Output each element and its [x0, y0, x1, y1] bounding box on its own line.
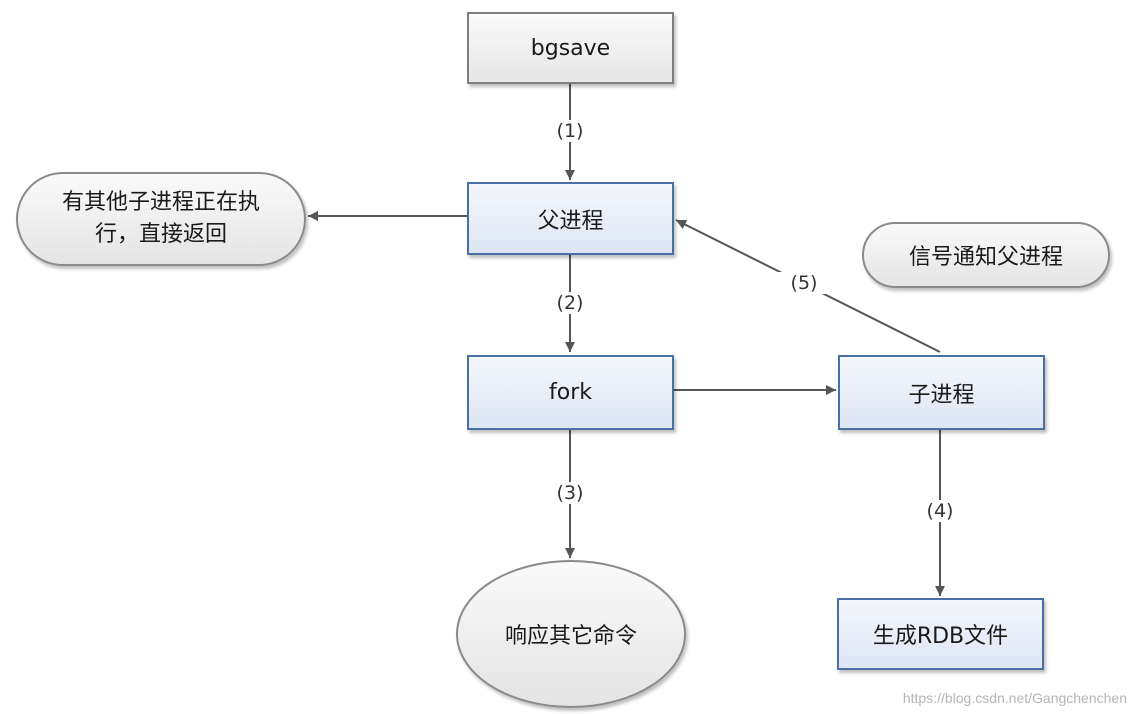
node-bgsave: bgsave	[467, 12, 674, 84]
step-label-1: (1)	[530, 120, 610, 142]
node-fork-label: fork	[549, 380, 592, 405]
node-other-child-running: 有其他子进程正在执行，直接返回	[16, 172, 306, 266]
watermark: https://blog.csdn.net/Gangchenchen	[902, 690, 1127, 706]
node-child-process: 子进程	[838, 355, 1045, 430]
step-label-2: (2)	[530, 292, 610, 314]
node-parent-process-label: 父进程	[537, 208, 604, 234]
node-respond-other-commands: 响应其它命令	[456, 560, 686, 708]
node-bgsave-label: bgsave	[530, 35, 611, 61]
step-label-3: (3)	[530, 482, 610, 504]
node-parent-process: 父进程	[467, 182, 674, 255]
step-label-4: (4)	[900, 500, 980, 522]
node-generate-rdb: 生成RDB文件	[837, 598, 1044, 670]
node-fork: fork	[467, 355, 674, 430]
node-generate-rdb-label: 生成RDB文件	[872, 624, 1009, 649]
node-respond-other-commands-label: 响应其它命令	[504, 624, 637, 649]
node-child-process-label: 子进程	[908, 382, 975, 408]
node-signal-notify: 信号通知父进程	[862, 222, 1110, 288]
step-label-5: (5)	[764, 272, 844, 294]
node-other-child-running-label: 有其他子进程正在执行，直接返回	[61, 190, 260, 247]
node-signal-notify-label: 信号通知父进程	[908, 245, 1063, 270]
